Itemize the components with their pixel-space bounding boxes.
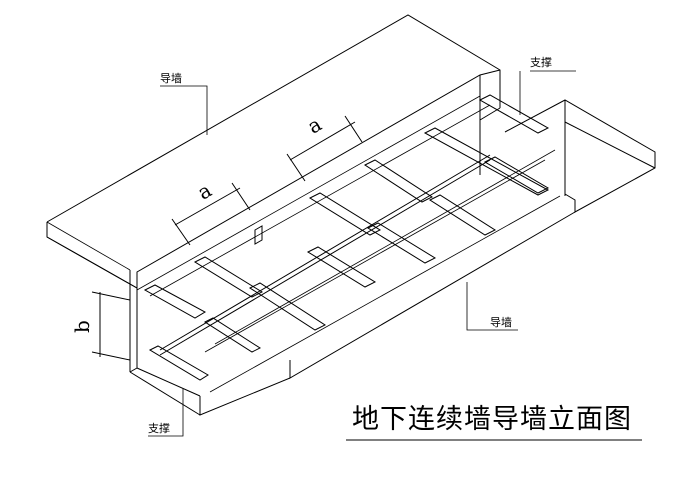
dimension-a-right bbox=[286, 115, 363, 182]
label-guide-wall-bottom: 导墙 bbox=[490, 315, 512, 329]
dimension-b bbox=[91, 291, 131, 361]
label-support-bottom: 支撑 bbox=[148, 421, 170, 435]
support-bars bbox=[143, 94, 550, 381]
lower-guide-wall bbox=[129, 99, 656, 416]
longitudinal-support bbox=[159, 154, 491, 356]
dim-label-a-right: a bbox=[303, 112, 325, 139]
dimension-a-left bbox=[171, 182, 251, 246]
label-guide-wall-top: 导墙 bbox=[160, 71, 182, 85]
upper-guide-wall bbox=[46, 14, 501, 373]
trench-outline bbox=[136, 95, 556, 353]
dim-label-b: b bbox=[70, 320, 94, 333]
dim-label-a-left: a bbox=[193, 178, 215, 205]
label-support-top: 支撑 bbox=[530, 55, 552, 69]
diagram-title: 地下连续墙导墙立面图 bbox=[352, 404, 632, 435]
leader-lines bbox=[148, 70, 576, 437]
